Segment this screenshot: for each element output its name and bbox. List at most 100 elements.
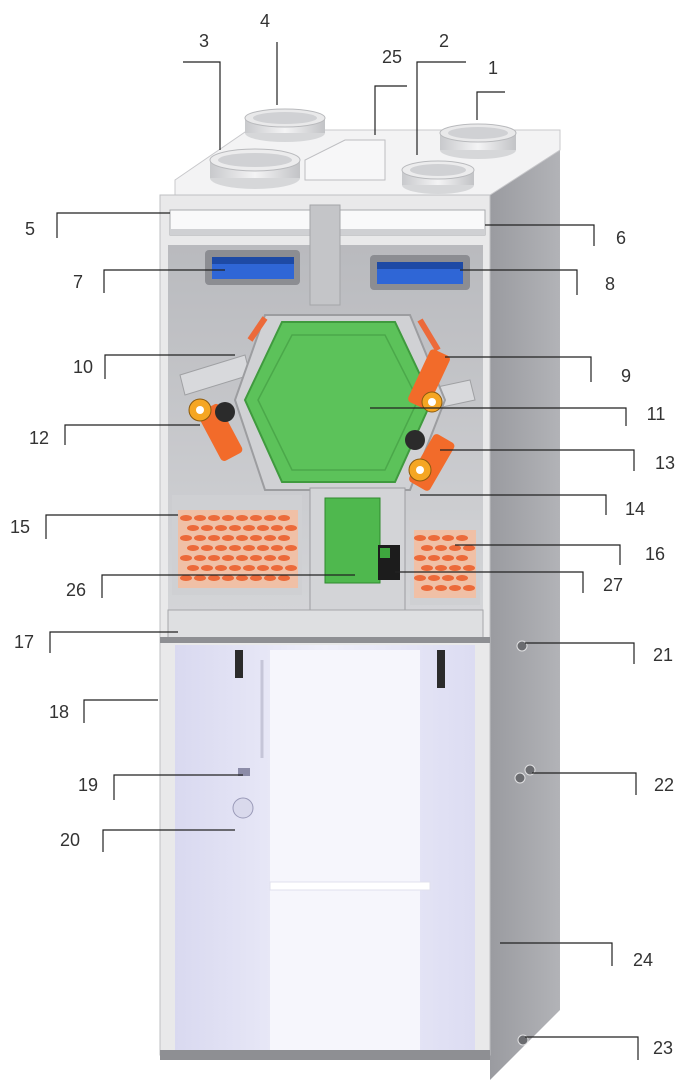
callout-2: 2 [439, 31, 449, 51]
tank-port [232, 797, 254, 819]
coil-tube [414, 535, 426, 541]
coil-tube [428, 555, 440, 561]
coil-tube [243, 565, 255, 571]
coil-tube [208, 535, 220, 541]
coil-tube [236, 575, 248, 581]
coil-tube [194, 535, 206, 541]
coil-tube [250, 515, 262, 521]
coil-tube [208, 555, 220, 561]
coil-tube [187, 565, 199, 571]
coil-tube [236, 515, 248, 521]
coil-tube [194, 515, 206, 521]
callout-16: 16 [645, 544, 665, 564]
coil-tube [243, 525, 255, 531]
callout-24: 24 [633, 950, 653, 970]
coil-tube [215, 545, 227, 551]
side-fitting-21 [516, 640, 528, 652]
coil-tube [187, 545, 199, 551]
coil-tube [215, 565, 227, 571]
coil-tube [194, 555, 206, 561]
coil-tube [208, 515, 220, 521]
callout-21: 21 [653, 645, 673, 665]
coil-tube [463, 545, 475, 551]
coil-tube [229, 565, 241, 571]
coil-tube [456, 535, 468, 541]
coil-tube [264, 555, 276, 561]
coil-tube [442, 535, 454, 541]
coil-tube [285, 545, 297, 551]
coil-tube [236, 555, 248, 561]
coil-tube [201, 545, 213, 551]
coil-tube [194, 575, 206, 581]
coil-tube [428, 535, 440, 541]
side-fitting-22a [514, 772, 526, 784]
coil-tube [435, 565, 447, 571]
heat-exchanger-core [243, 321, 434, 483]
callout-11: 11 [647, 404, 666, 424]
coil-right [410, 520, 480, 605]
coil-tube [278, 575, 290, 581]
coil-tube [442, 575, 454, 581]
coil-tube [421, 585, 433, 591]
callout-22: 22 [654, 775, 674, 795]
bottom-shelf [167, 609, 484, 641]
coil-tube [201, 525, 213, 531]
coil-tube [421, 545, 433, 551]
coil-tube [222, 555, 234, 561]
coil-tube [271, 545, 283, 551]
coil-tube [285, 525, 297, 531]
callout-15: 15 [10, 517, 30, 537]
coil-tube [264, 575, 276, 581]
callout-6: 6 [616, 228, 626, 248]
coil-tube [414, 575, 426, 581]
coil-tube [243, 545, 255, 551]
callout-19: 19 [78, 775, 98, 795]
callout-8: 8 [605, 274, 615, 294]
coil-tube [278, 515, 290, 521]
callout-18: 18 [49, 702, 69, 722]
coil-tube [278, 535, 290, 541]
coil-tube [428, 575, 440, 581]
coil-tube [180, 575, 192, 581]
coil-tube [257, 525, 269, 531]
leader-lines [45, 42, 639, 1060]
callout-27: 27 [603, 575, 623, 595]
coil-tube [421, 565, 433, 571]
coil-tube [271, 525, 283, 531]
callout-12: 12 [29, 428, 49, 448]
callout-17: 17 [14, 632, 34, 652]
coil-tube [180, 535, 192, 541]
coil-tube [201, 565, 213, 571]
coil-tube [236, 535, 248, 541]
coil-tube [180, 515, 192, 521]
coil-tube [222, 515, 234, 521]
actuator-13 [405, 430, 455, 491]
coil-tube [208, 575, 220, 581]
callout-14: 14 [625, 499, 645, 519]
coil-tube [257, 565, 269, 571]
callout-7: 7 [73, 272, 83, 292]
top-divider-plate [304, 139, 386, 181]
callout-10: 10 [73, 357, 93, 377]
coil-tube [285, 565, 297, 571]
coil-tube [222, 575, 234, 581]
callout-9: 9 [621, 366, 631, 386]
callout-26: 26 [66, 580, 86, 600]
callout-20: 20 [60, 830, 80, 850]
tank-insulation-panel [270, 650, 420, 1050]
coil-tube [456, 575, 468, 581]
coil-tube [257, 545, 269, 551]
coil-tube [442, 555, 454, 561]
actuator-12 [188, 398, 243, 461]
coil-tube [435, 585, 447, 591]
coil-tube [229, 525, 241, 531]
coil-tube [250, 575, 262, 581]
cabinet-base [160, 1050, 490, 1060]
coil-tube [463, 585, 475, 591]
coil-tube [264, 535, 276, 541]
fan-left [205, 250, 300, 285]
coil-tube [180, 555, 192, 561]
callout-13: 13 [655, 453, 675, 473]
coil-tube [449, 565, 461, 571]
